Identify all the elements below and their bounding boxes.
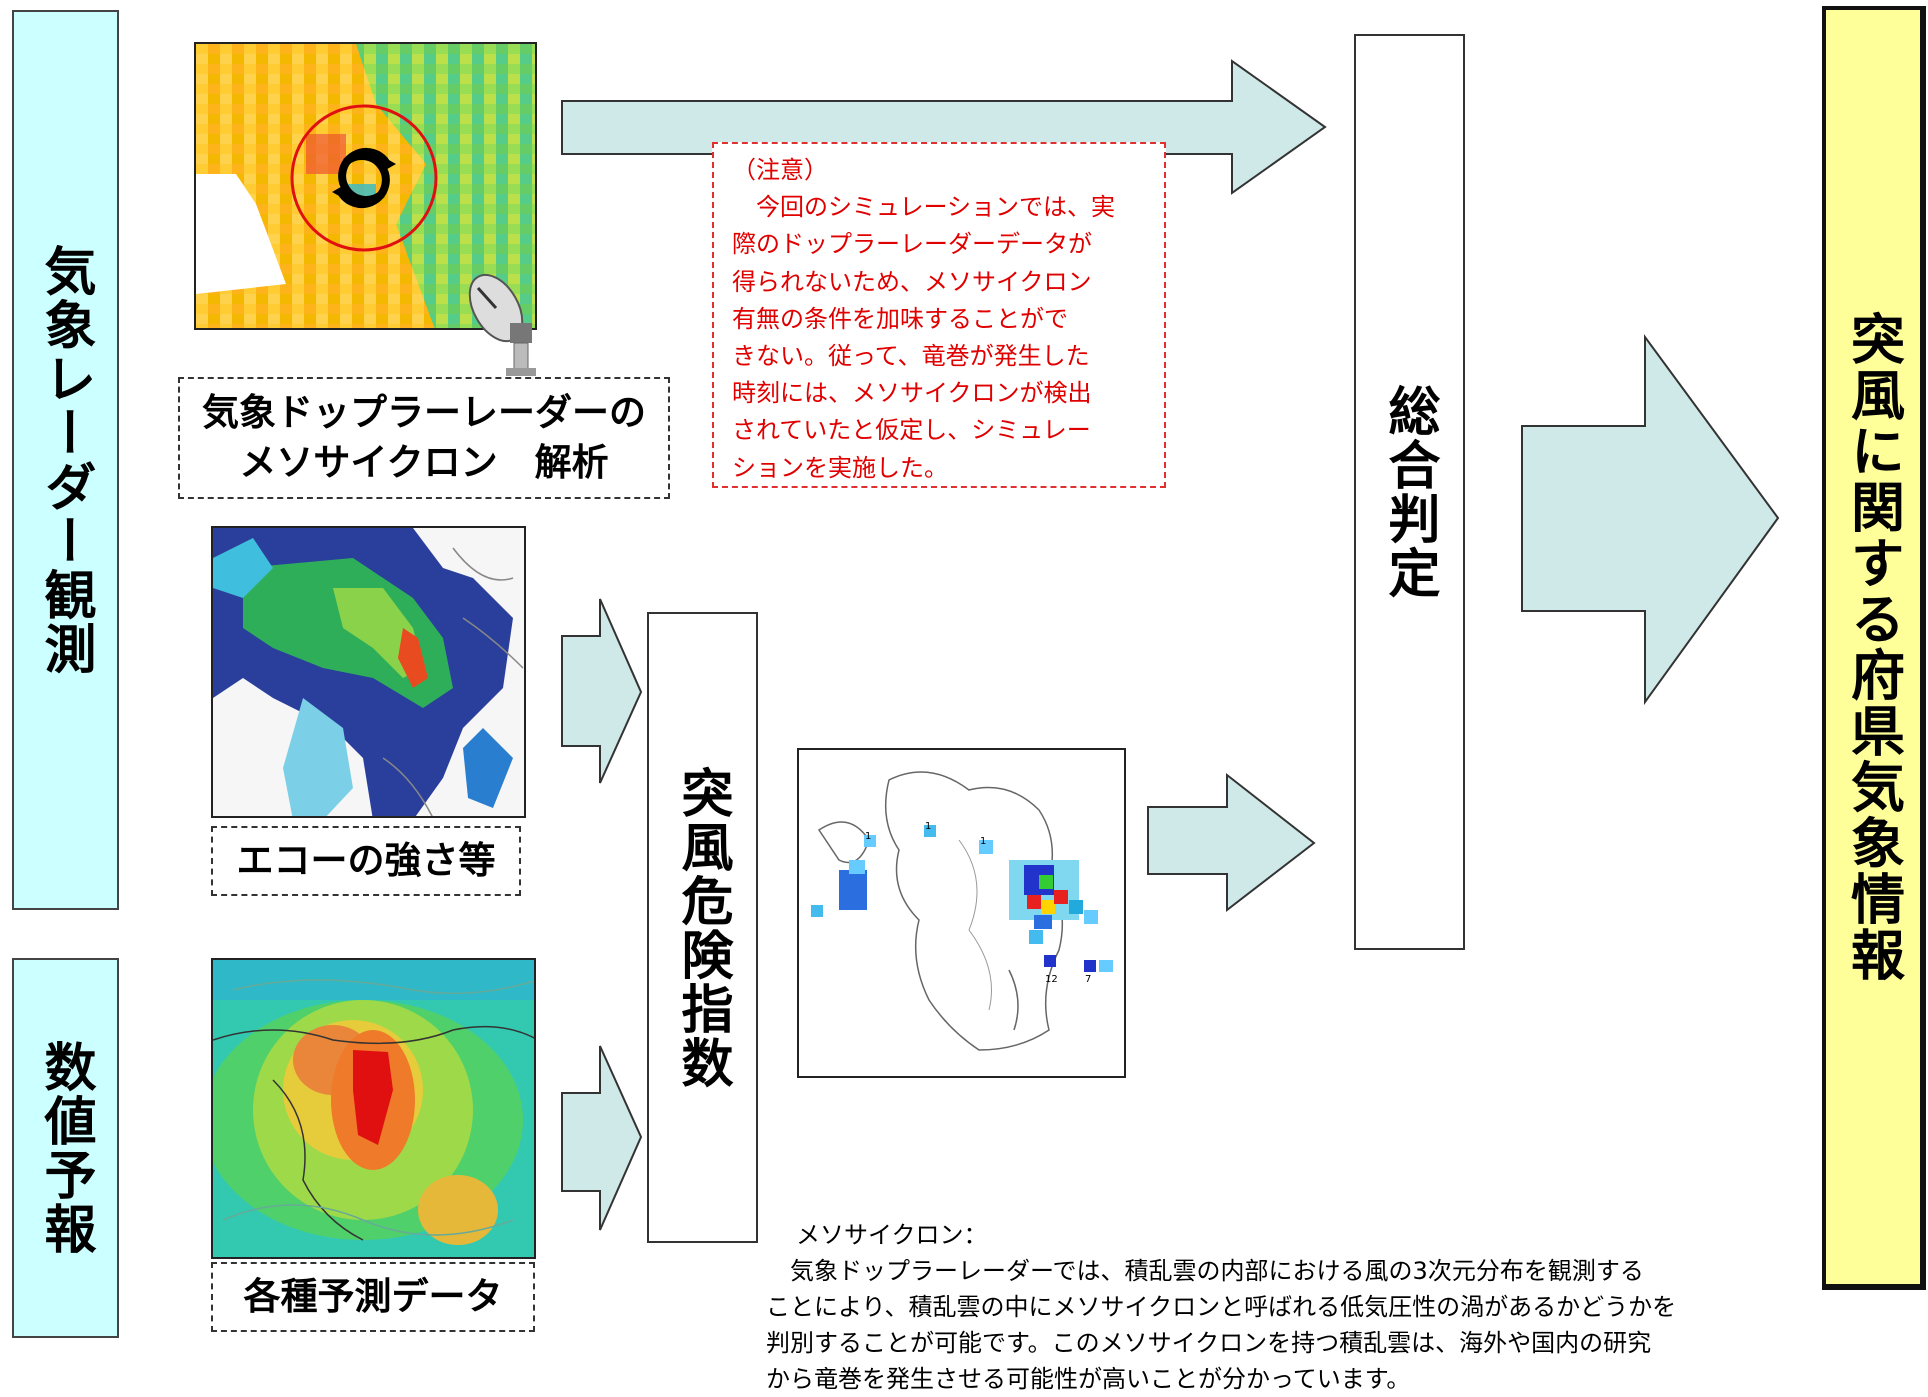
radar-observation-label: 気象レーダー観測 (35, 244, 95, 676)
note-line: されていたと仮定し、シミュレー (732, 416, 1091, 445)
echo-intensity-graphic (213, 528, 524, 816)
echo-caption: エコーの強さ等 (211, 826, 521, 896)
nwp-label: 数値予報 (35, 1040, 95, 1256)
map-label: 1 (865, 831, 871, 842)
echo-caption-text: エコーの強さ等 (236, 839, 496, 883)
definition-line: ことにより、積乱雲の中にメソサイクロンと呼ばれる低気圧性の渦があるかどうかを (766, 1293, 1677, 1321)
map-to-judge-arrow (1147, 772, 1316, 913)
nwp-label-box: 数値予報 (12, 958, 119, 1338)
mesocyclone-definition: メソサイクロン： 気象ドップラーレーダーでは、積乱雲の内部における風の3次元分布… (766, 1217, 1786, 1397)
map-label: 7 (1085, 974, 1091, 985)
gust-risk-index-label: 突風危険指数 (672, 765, 732, 1090)
overall-judgment-box: 総合判定 (1354, 34, 1465, 950)
gust-index-map: 1 1 1 12 7 (797, 748, 1126, 1078)
forecast-data-graphic (213, 960, 534, 1257)
result-info-label: 突風に関する府県気象情報 (1841, 311, 1905, 983)
radar-observation-label-box: 気象レーダー観測 (12, 10, 119, 910)
caution-note: （注意） 今回のシミュレーションでは、実 際のドップラーレーダーデータが 得られ… (712, 142, 1166, 488)
forecast-to-index-arrow (561, 1045, 643, 1231)
forecast-data-image (211, 958, 536, 1259)
echo-to-index-arrow (561, 598, 643, 784)
doppler-caption: 気象ドップラーレーダーの メソサイクロン 解析 (178, 377, 670, 499)
map-label: 12 (1045, 974, 1058, 985)
definition-line: 判別することが可能です。このメソサイクロンを持つ積乱雲は、海外や国内の研究 (766, 1329, 1652, 1357)
forecast-caption: 各種予測データ (211, 1262, 535, 1332)
note-line: ションを実施した。 (732, 453, 948, 482)
note-line: 有無の条件を加味することがで (732, 304, 1068, 333)
note-line: 際のドップラーレーダーデータが (732, 230, 1092, 259)
gust-index-cells (811, 825, 1113, 972)
note-line: 今回のシミュレーションでは、実 (732, 193, 1116, 222)
judge-to-result-arrow (1521, 333, 1780, 706)
definition-line: メソサイクロン： (796, 1221, 988, 1249)
definition-line: から竜巻を発生させる可能性が高いことが分かっています。 (766, 1365, 1411, 1393)
map-label: 1 (925, 821, 931, 832)
note-line: （注意） (732, 156, 828, 184)
forecast-caption-text: 各種予測データ (243, 1275, 503, 1319)
doppler-caption-line1: 気象ドップラーレーダーの (202, 391, 646, 435)
radar-dish-icon (466, 268, 546, 378)
gust-risk-index-box: 突風危険指数 (647, 612, 758, 1243)
doppler-caption-line2: メソサイクロン 解析 (239, 441, 609, 484)
echo-intensity-image (211, 526, 526, 818)
result-info-box: 突風に関する府県気象情報 (1822, 6, 1926, 1290)
note-line: 時刻には、メソサイクロンが検出 (732, 379, 1092, 408)
note-line: 得られないため、メソサイクロン (732, 267, 1092, 296)
note-line: きない。従って、竜巻が発生した (732, 341, 1090, 370)
overall-judgment-label: 総合判定 (1379, 384, 1439, 600)
gust-index-map-graphic: 1 1 1 12 7 (799, 750, 1124, 1076)
map-label: 1 (980, 836, 986, 847)
top-long-arrow (561, 59, 1327, 195)
definition-line: 気象ドップラーレーダーでは、積乱雲の内部における風の3次元分布を観測する (766, 1257, 1644, 1285)
